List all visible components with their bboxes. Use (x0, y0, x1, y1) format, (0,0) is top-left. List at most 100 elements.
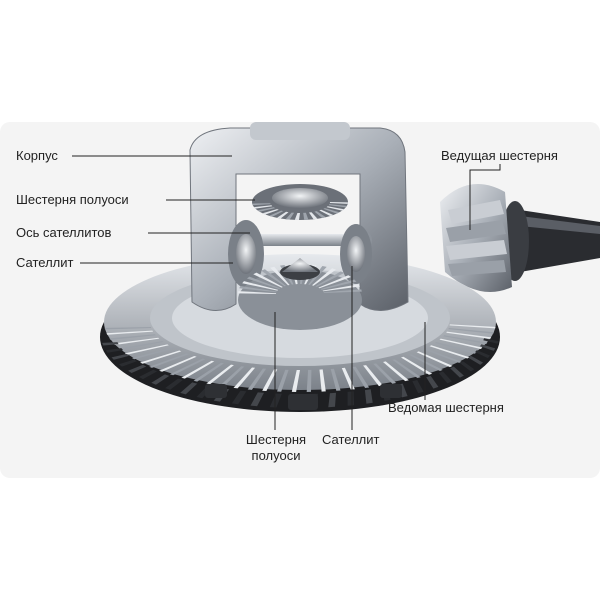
gear-tooth (303, 212, 309, 220)
gear-tooth (318, 275, 352, 289)
pinion-gear-left (228, 220, 264, 288)
gear-tooth (434, 342, 477, 354)
gear-tooth (347, 391, 355, 406)
gear-tooth (468, 355, 484, 365)
gear-tooth (439, 338, 483, 349)
gear-tooth (239, 286, 277, 293)
differential-housing (189, 122, 409, 311)
gear-tooth (291, 370, 300, 392)
drive-pinion-teeth (446, 200, 507, 276)
gear-tooth (238, 291, 277, 294)
gear-tooth (409, 354, 443, 371)
gear-tooth (277, 211, 289, 219)
gear-tooth (443, 335, 488, 344)
gear-tooth (102, 342, 119, 346)
gear-tooth (306, 369, 312, 392)
drive-shaft (520, 210, 600, 272)
gear-tooth (262, 369, 278, 391)
gear-tooth (329, 202, 348, 204)
gear-tooth (426, 375, 439, 389)
gear-tooth (124, 344, 169, 355)
gear-tooth (460, 361, 475, 372)
gear-tooth (242, 281, 279, 291)
gear-tooth (113, 337, 160, 345)
gear-tooth (246, 276, 281, 289)
gear-tooth (269, 210, 284, 217)
gear-tooth (253, 205, 273, 209)
gear-tooth (262, 209, 279, 215)
gear-tooth (151, 374, 170, 385)
gear-tooth (401, 356, 433, 375)
gear-tooth (315, 271, 345, 287)
gear-tooth (169, 358, 206, 376)
label-drive-pinion: Ведущая шестерня (441, 148, 558, 163)
gear-tooth (314, 211, 326, 218)
gear-tooth (277, 369, 289, 392)
gear-tooth (319, 369, 326, 392)
gear-tooth (446, 331, 492, 339)
label-side-gear-bottom-line2: полуоси (251, 448, 301, 463)
gear-tooth (364, 389, 373, 404)
gear-tooth (193, 362, 224, 382)
gear-tooth (294, 213, 300, 220)
gear-tooth (269, 393, 282, 408)
gear-tooth (483, 338, 499, 344)
label-pinion-bottom: Сателлит (322, 432, 380, 447)
gear-tooth (104, 327, 152, 330)
gear-tooth (475, 350, 491, 359)
gear-tooth (312, 268, 336, 286)
diagram-card: Корпус Шестерня полуоси Ось сателлитов С… (0, 122, 600, 478)
gear-tooth (320, 279, 357, 290)
label-ring-gear: Ведомая шестерня (388, 400, 504, 415)
gear-tooth (233, 367, 256, 389)
gear-tooth (206, 364, 234, 385)
gear-tooth (373, 363, 397, 384)
gear-tooth (257, 207, 276, 212)
gear-tooth (429, 345, 470, 359)
gear-tooth (140, 350, 182, 364)
label-housing: Корпус (16, 148, 58, 163)
gear-tooth (250, 392, 264, 407)
gear-tooth (111, 353, 130, 360)
gear-tooth (253, 272, 283, 288)
gear-tooth (309, 212, 318, 220)
gear-tooth (423, 348, 462, 363)
gear-tooth (480, 344, 496, 351)
gear-tooth (131, 347, 175, 360)
gear-tooth (319, 209, 334, 216)
gear-tooth (412, 380, 424, 394)
gear-tooth (352, 366, 370, 388)
pinion-gear-right (340, 224, 372, 284)
gear-tooth (328, 204, 347, 208)
gear-tooth (383, 361, 409, 382)
gear-tooth (330, 368, 341, 391)
gear-tooth (247, 368, 267, 390)
gear-tooth (138, 369, 158, 380)
gear-tooth (118, 341, 164, 350)
gear-tooth (416, 351, 453, 368)
gear-tooth (219, 366, 245, 387)
leader-lines (72, 155, 501, 430)
label-side-gear-top: Шестерня полуоси (16, 192, 129, 207)
leader-drive-pinion (469, 164, 501, 230)
gear-tooth (165, 378, 183, 390)
gear-tooth (109, 334, 156, 340)
side-gear-top (252, 184, 348, 220)
gear-tooth (328, 392, 336, 408)
side-gear-bottom (238, 258, 362, 330)
gear-tooth (363, 365, 383, 387)
gear-tooth (285, 212, 295, 220)
drive-pinion-gear (440, 184, 529, 292)
label-pinion-left: Сателлит (16, 255, 74, 270)
gear-tooth (449, 324, 496, 329)
gear-tooth (181, 360, 215, 379)
gear-tooth (252, 203, 271, 206)
gear-tooth (438, 371, 452, 384)
gear-tooth (450, 366, 464, 378)
gear-tooth (322, 284, 360, 292)
gear-tooth (128, 364, 147, 373)
gear-tooth (231, 390, 247, 405)
differential-illustration (72, 122, 600, 430)
gear-tooth (270, 266, 290, 286)
bolts (205, 384, 402, 410)
